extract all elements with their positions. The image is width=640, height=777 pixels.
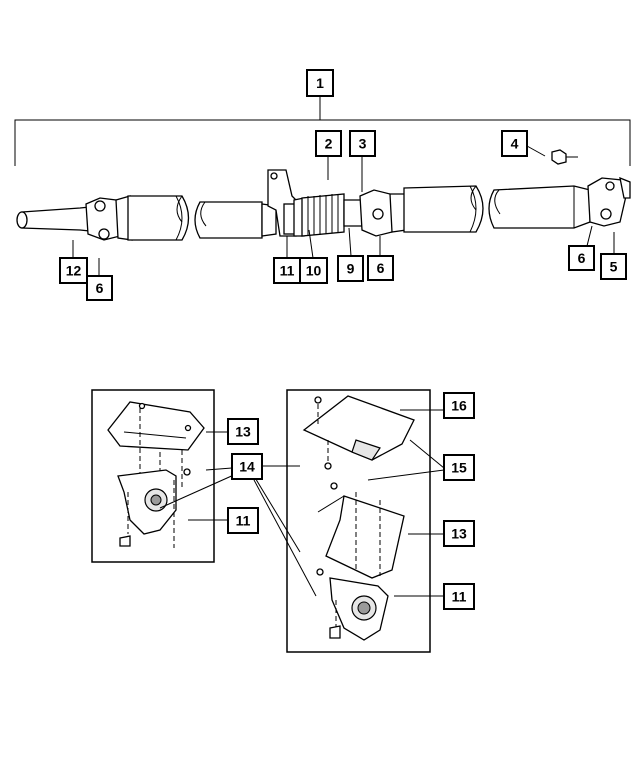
bolt-part xyxy=(526,145,578,165)
callout-11-top: 11 xyxy=(273,257,301,284)
callout-11-right: 11 xyxy=(443,583,475,610)
callout-10: 10 xyxy=(299,257,328,284)
callout-9: 9 xyxy=(337,255,364,282)
rear-shaft-tube xyxy=(403,185,591,233)
front-slip-yoke xyxy=(16,206,91,232)
svg-text:2: 2 xyxy=(325,136,333,152)
leader-lines-lower xyxy=(159,409,445,597)
svg-text:6: 6 xyxy=(96,280,104,296)
svg-text:13: 13 xyxy=(451,526,467,542)
svg-text:16: 16 xyxy=(451,398,467,414)
svg-text:3: 3 xyxy=(359,136,367,152)
callout-13-left: 13 xyxy=(227,418,259,445)
svg-text:13: 13 xyxy=(235,424,251,440)
right-inset-panel xyxy=(286,389,431,653)
svg-text:1: 1 xyxy=(316,75,324,91)
callout-4: 4 xyxy=(501,130,528,157)
callout-12: 12 xyxy=(59,257,88,284)
rear-universal-joint xyxy=(587,176,631,227)
callout-6-rear: 6 xyxy=(568,245,595,271)
callout-3: 3 xyxy=(349,130,376,157)
svg-text:5: 5 xyxy=(610,259,618,275)
svg-text:6: 6 xyxy=(578,250,586,266)
front-universal-joint xyxy=(85,195,133,241)
callout-1: 1 xyxy=(306,69,334,97)
svg-text:4: 4 xyxy=(511,136,519,152)
svg-text:11: 11 xyxy=(236,513,251,529)
leader-lines-top xyxy=(72,156,615,276)
callout-6-center: 6 xyxy=(367,255,394,281)
callout-15: 15 xyxy=(443,454,475,481)
svg-text:14: 14 xyxy=(239,459,255,475)
callout-16: 16 xyxy=(443,392,475,419)
left-inset-panel xyxy=(91,389,215,563)
svg-text:10: 10 xyxy=(306,263,322,279)
callout-11-left: 11 xyxy=(227,507,259,534)
driveshaft-boot xyxy=(301,193,345,237)
callout-6-front: 6 xyxy=(86,275,113,301)
callout-5: 5 xyxy=(600,253,627,280)
callout-2: 2 xyxy=(315,130,342,157)
driveshaft-assembly xyxy=(16,169,631,241)
svg-text:15: 15 xyxy=(451,460,467,476)
callout-14: 14 xyxy=(231,453,263,480)
center-universal-joint xyxy=(359,189,407,237)
svg-text:11: 11 xyxy=(452,589,467,605)
front-shaft-tube xyxy=(127,195,277,241)
slip-shaft xyxy=(343,199,363,227)
svg-text:11: 11 xyxy=(280,263,295,279)
svg-text:12: 12 xyxy=(66,263,82,279)
callout-13-right: 13 xyxy=(443,520,475,547)
assembly-bracket xyxy=(14,96,631,166)
svg-text:9: 9 xyxy=(347,261,355,277)
svg-text:6: 6 xyxy=(377,260,385,276)
